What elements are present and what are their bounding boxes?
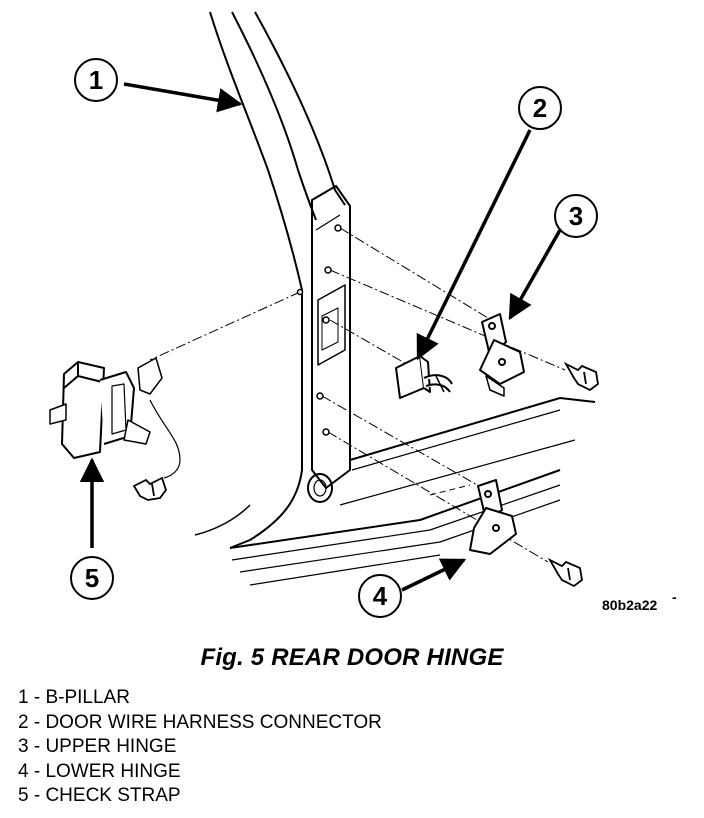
legend-item: 1 - B-PILLAR — [18, 687, 130, 708]
lower-hinge — [469, 479, 517, 555]
callout-1: 1 — [74, 58, 118, 102]
callout-3-label: 3 — [569, 201, 583, 231]
pillar-mount-holes — [296, 224, 342, 436]
lower-hinge-bolt — [547, 557, 583, 588]
callout-2-label: 2 — [533, 93, 547, 123]
callout-4: 4 — [358, 574, 402, 618]
legend-item: 3 - UPPER HINGE — [18, 736, 177, 758]
callout-5-label: 5 — [85, 563, 99, 593]
drawing-code-mark: - — [672, 589, 677, 605]
callout-1-label: 1 — [89, 65, 103, 95]
callout-5: 5 — [70, 556, 114, 600]
callout-4-label: 4 — [373, 581, 388, 611]
upper-hinge-bolt — [563, 361, 599, 392]
legend-item: 5 - CHECK STRAP — [18, 785, 181, 807]
alignment-lines — [149, 227, 566, 563]
upper-hinge — [479, 313, 525, 397]
legend-item: 2 - DOOR WIRE HARNESS CONNECTOR — [18, 711, 382, 733]
legend-list: 1 - B-PILLAR 2 - DOOR WIRE HARNESS CONNE… — [18, 686, 382, 809]
figure-caption: Fig. 5 REAR DOOR HINGE — [200, 644, 504, 671]
b-pillar — [194, 11, 596, 586]
check-strap-bolt — [132, 476, 168, 501]
callout-2: 2 — [518, 86, 562, 130]
hinge-bolts — [132, 361, 599, 588]
legend-item: 4 - LOWER HINGE — [18, 760, 181, 782]
rear-door-hinge-illustration: 1 2 3 4 5 80b2a22 - — [49, 11, 677, 618]
callout-3: 3 — [554, 194, 598, 238]
check-strap — [49, 357, 181, 479]
drawing-code: 80b2a22 — [602, 597, 657, 613]
leader-arrows — [79, 82, 562, 592]
